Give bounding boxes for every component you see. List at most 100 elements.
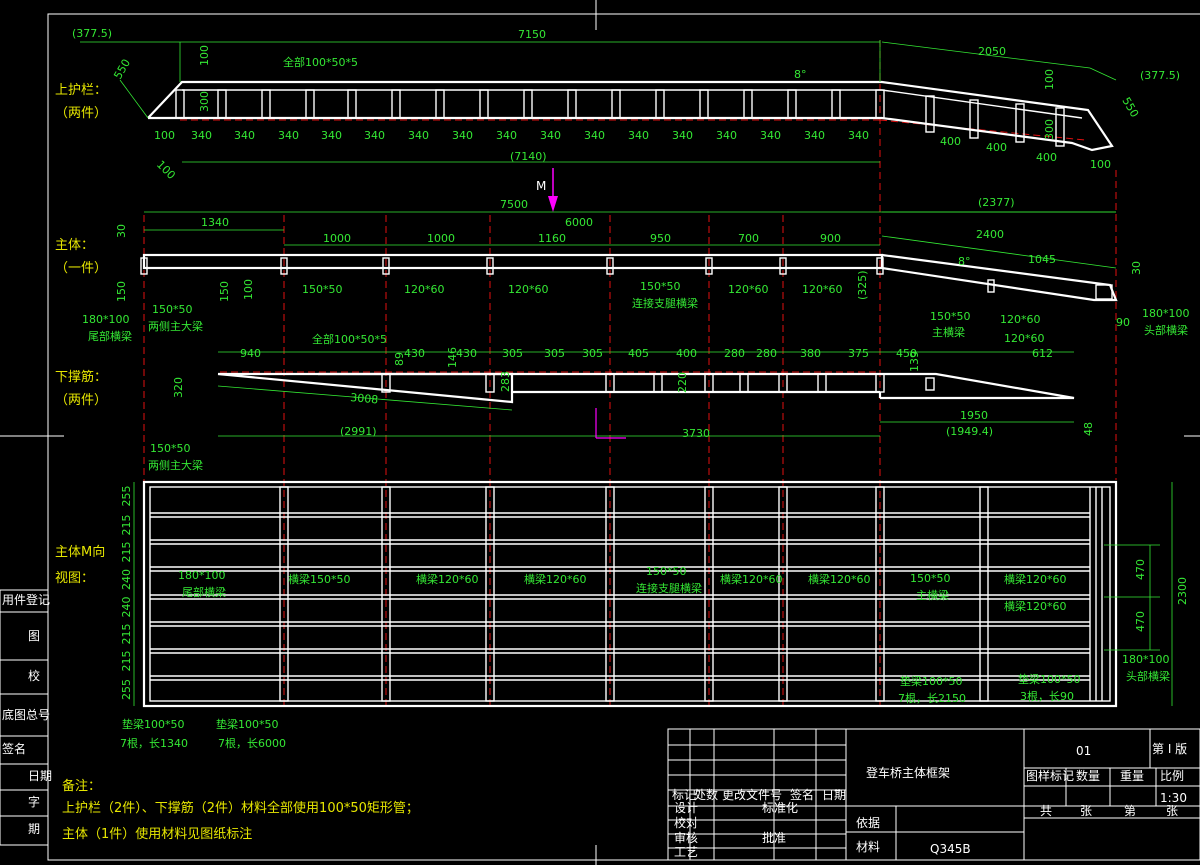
plan-callouts: 150*50 两侧主大梁 180*100 尾部横梁 横梁150*50 横梁120… xyxy=(120,442,1170,750)
dim-text: 8° xyxy=(794,68,807,81)
callout: 主横梁 xyxy=(932,325,965,339)
callout: 120*60 xyxy=(1000,313,1041,326)
dim-text: 全部100*50*5 xyxy=(312,332,387,346)
dim-text: 240 xyxy=(120,569,133,590)
rail-post xyxy=(1055,107,1065,147)
rib-post xyxy=(817,373,827,393)
section-labels: 上护栏： （两件） 主体： （一件） 下撑筋： （两件） 主体M向 视图： xyxy=(55,83,107,586)
drawing-number: 01 xyxy=(1076,744,1091,758)
plan-outline xyxy=(142,480,1118,708)
callout: 横梁150*50 xyxy=(288,572,351,586)
rail-post xyxy=(435,89,445,119)
dim-text: 380 xyxy=(800,347,821,360)
callout: 垫梁100*50 xyxy=(122,717,185,731)
dim-text: 305 xyxy=(502,347,523,360)
dim-text: 340 xyxy=(496,129,517,142)
dim-text: 255 xyxy=(120,679,133,700)
rib-post xyxy=(605,373,615,393)
main-body-beam xyxy=(142,253,884,270)
dim-text: 340 xyxy=(716,129,737,142)
tb-row-label: 批准 xyxy=(762,830,786,845)
tb-small: 更改文件号 xyxy=(722,787,782,802)
dim-text: (1949.4) xyxy=(946,425,993,438)
dim-text: 612 xyxy=(1032,347,1053,360)
callout: 150*50 xyxy=(150,442,191,455)
tb-small: 签名 xyxy=(790,787,814,802)
tb-small: 标记 xyxy=(672,788,696,802)
upper-rail-qty: （两件） xyxy=(55,106,107,121)
strip-label: 校 xyxy=(28,668,40,683)
tb-small: 张 xyxy=(1166,804,1178,818)
tb-small: 处数 xyxy=(694,787,718,802)
callout: 120*60 xyxy=(1004,332,1045,345)
dim-text: 400 xyxy=(940,135,961,148)
rail-post xyxy=(479,89,489,119)
dim-text: 1000 xyxy=(427,232,455,245)
strip-label: 期 xyxy=(28,822,40,836)
dim-text: 150 xyxy=(218,281,231,302)
callout: 头部横梁 xyxy=(1144,323,1188,337)
callout: 两侧主大梁 xyxy=(148,319,203,333)
rail-post xyxy=(831,89,841,119)
title-block: 登车桥主体框架 01 第 I 版 1:30 依据 材料 Q345B 设计 校对 … xyxy=(667,728,1200,861)
rail-post xyxy=(925,95,935,133)
dim-text: 100 xyxy=(198,45,211,66)
dim-text: 300 xyxy=(198,91,211,112)
lower-rib-qty: （两件） xyxy=(55,393,107,408)
rail-post xyxy=(391,89,401,119)
dim-text: 215 xyxy=(120,542,133,563)
rib-post xyxy=(875,373,885,393)
strip-label: 用件登记 xyxy=(2,592,50,607)
callout: 120*60 xyxy=(404,283,445,296)
dim-text: 150 xyxy=(115,281,128,302)
dim-text: 340 xyxy=(278,129,299,142)
callout: 180*100 xyxy=(1122,653,1170,666)
dim-text: 340 xyxy=(584,129,605,142)
dim-text: (325) xyxy=(856,270,869,300)
dim-text: 3008 xyxy=(350,391,379,406)
dim-text: 215 xyxy=(120,651,133,672)
dim-text: 340 xyxy=(804,129,825,142)
callout: 横梁120*60 xyxy=(808,572,871,586)
scale: 1:30 xyxy=(1160,791,1187,805)
cross-beam xyxy=(485,486,495,702)
callout: 主横梁 xyxy=(916,588,949,602)
dim-text: (377.5) xyxy=(72,27,112,40)
callout: 120*60 xyxy=(728,283,769,296)
cross-beam xyxy=(279,486,289,702)
section-marker: M xyxy=(536,179,546,193)
dim-text: 220 xyxy=(676,372,689,393)
dim-text: 340 xyxy=(848,129,869,142)
rail-post xyxy=(261,89,271,119)
main-body-qty: （一件） xyxy=(55,261,107,276)
rail-post xyxy=(655,89,665,119)
callout: 横梁120*60 xyxy=(720,572,783,586)
dim-text: 940 xyxy=(240,347,261,360)
dim-text: (2991) xyxy=(340,425,377,438)
dim-text: 7150 xyxy=(518,28,546,41)
dim-text: 340 xyxy=(364,129,385,142)
dim-text: 340 xyxy=(672,129,693,142)
callout: 150*50 xyxy=(640,280,681,293)
tb-row-label: 设计 xyxy=(674,801,698,815)
cross-beam xyxy=(979,486,989,702)
strip-label: 字 xyxy=(28,794,40,809)
dim-text: 340 xyxy=(452,129,473,142)
callout: 180*100 xyxy=(1142,307,1190,320)
crossbeam-stub xyxy=(140,257,148,275)
dim-text: 30 xyxy=(1130,261,1143,275)
callout: 两侧主大梁 xyxy=(148,458,203,472)
basis-label: 依据 xyxy=(856,815,880,830)
tb-small: 日期 xyxy=(822,788,846,802)
main-body-ramp xyxy=(881,253,1118,302)
callout: 横梁120*60 xyxy=(416,572,479,586)
callout: 垫梁100*50 xyxy=(216,717,279,731)
crossbeam-stub xyxy=(486,257,494,275)
dim-text: 146 xyxy=(446,347,459,368)
dim-text: 90 xyxy=(1116,316,1130,329)
crossbeam-stub xyxy=(606,257,614,275)
strip-label: 签名 xyxy=(2,741,26,756)
dim-text: 2400 xyxy=(976,228,1004,241)
dim-text: 1000 xyxy=(323,232,351,245)
rib-post xyxy=(653,373,663,393)
